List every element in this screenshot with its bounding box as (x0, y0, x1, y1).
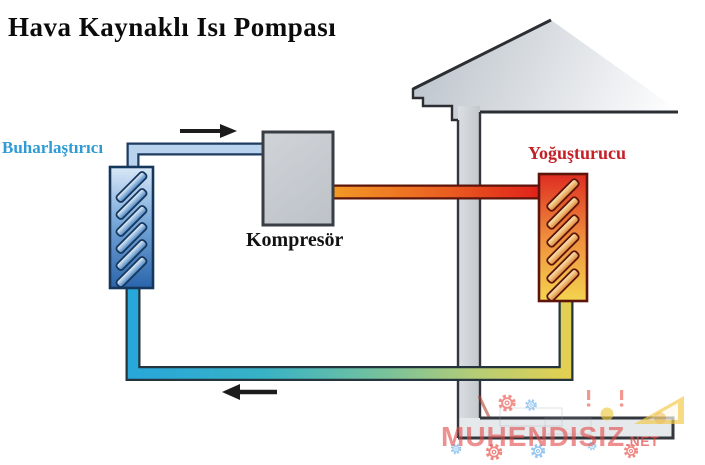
flow-arrow-right-icon (180, 124, 237, 138)
house-roof-outline (412, 18, 552, 91)
circle-doodle (600, 407, 614, 421)
compressor-label: Kompresör (246, 229, 344, 251)
return-pipe (125, 287, 574, 381)
pencil-icon (477, 395, 491, 418)
doodle-group (450, 390, 684, 461)
watermark: MUHENDISIZ.NET (441, 421, 659, 453)
cold-suction-pipe (126, 142, 264, 170)
house-wall (458, 106, 480, 438)
condenser-coil-fins (546, 178, 580, 302)
circle-doodle (654, 412, 666, 424)
evaporator (108, 165, 155, 290)
flow-arrow-left-icon (222, 384, 277, 400)
watermark-name: MUHENDISIZ (441, 421, 626, 452)
evaporator-label: Buharlaştırıcı (2, 138, 104, 157)
compressor (261, 130, 335, 227)
condenser (537, 172, 589, 303)
house-roof (413, 20, 680, 120)
house (411, 18, 680, 440)
house-floor-outline (458, 416, 675, 440)
house-eave-outline (411, 88, 458, 122)
exclamation-icon (619, 390, 624, 407)
sketch-box-doodle (544, 417, 592, 435)
exclamation-icon (586, 390, 591, 407)
evaporator-coil-fins (115, 171, 148, 288)
diagram-title: Hava Kaynaklı Isı Pompası (8, 12, 337, 42)
house-floor (458, 418, 673, 438)
watermark-tld: .NET (625, 433, 660, 449)
condenser-label: Yoğuşturucu (528, 143, 627, 163)
triangle-ruler-icon (634, 396, 684, 424)
